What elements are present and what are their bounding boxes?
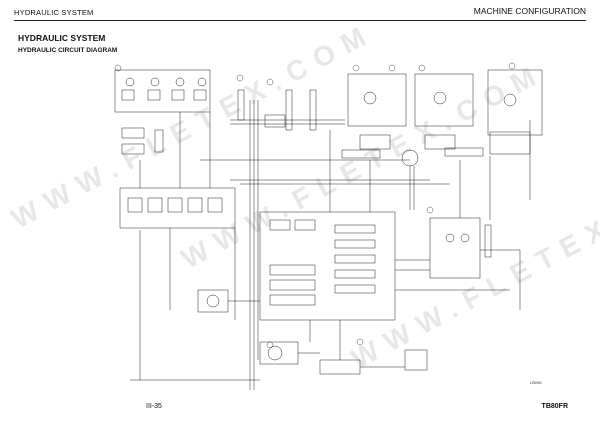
pilot-valve-symbol: [150, 77, 160, 87]
cylinder-symbol: [237, 89, 245, 121]
page-header: HYDRAULIC SYSTEM MACHINE CONFIGURATION: [14, 6, 586, 21]
diagram-title: HYDRAULIC CIRCUIT DIAGRAM: [18, 47, 118, 54]
cylinder-symbol: [285, 89, 293, 131]
cylinder-symbol: [121, 143, 145, 155]
oil-tank: [319, 359, 361, 375]
pump-symbol: [197, 289, 229, 313]
model-name: TB80FR: [541, 403, 568, 410]
figure-code: LB096: [530, 380, 542, 385]
dozer-valve: [429, 217, 481, 279]
hydraulic-circuit-diagram: [114, 62, 543, 390]
pilot-valve-symbol: [125, 77, 135, 87]
hydraulic-pump: [259, 341, 299, 365]
page-number: III-35: [146, 403, 162, 410]
travel-motor-block: [347, 73, 407, 127]
swing-motor-block: [487, 69, 543, 136]
travel-motor-block: [414, 73, 474, 127]
rotary-joint: [401, 149, 419, 167]
main-control-valve: [259, 211, 396, 321]
cylinder-symbol: [121, 127, 145, 139]
pilot-valve-symbol: [197, 77, 207, 87]
pilot-valve-symbol: [175, 77, 185, 87]
pilot-control-block: [114, 69, 211, 113]
cylinder-symbol: [309, 89, 317, 131]
header-section: HYDRAULIC SYSTEM: [14, 8, 94, 17]
diagram-callouts: [114, 62, 516, 349]
pilot-valve-bank: [119, 187, 236, 229]
header-chapter: MACHINE CONFIGURATION: [473, 6, 586, 16]
page-title: HYDRAULIC SYSTEM: [18, 33, 106, 43]
